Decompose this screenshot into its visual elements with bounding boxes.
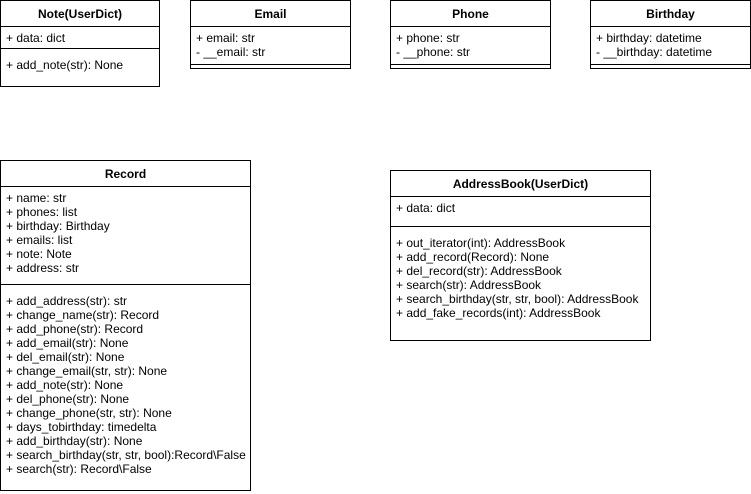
- class-phone-methods: [391, 65, 550, 68]
- class-addressbook-attributes: + data: dict: [391, 197, 650, 227]
- class-email-title: Email: [191, 1, 350, 27]
- attribute: + address: str: [6, 261, 80, 275]
- class-note[interactable]: Note(UserDict) + data: dict + add_note(s…: [0, 0, 160, 87]
- class-phone-attributes: + phone: str - __phone: str: [391, 27, 550, 65]
- attribute: + note: Note: [6, 247, 72, 261]
- method: + out_iterator(int): AddressBook: [396, 236, 566, 250]
- method: + add_address(str): str: [6, 294, 128, 308]
- class-email-methods: [191, 65, 350, 68]
- class-note-attributes: + data: dict: [1, 27, 159, 49]
- class-email[interactable]: Email + email: str - __email: str: [190, 0, 351, 69]
- class-email-attributes: + email: str - __email: str: [191, 27, 350, 65]
- attribute: - __phone: str: [396, 45, 471, 59]
- attribute: + data: dict: [6, 31, 66, 45]
- method: + add_phone(str): Record: [6, 322, 144, 336]
- method: + change_email(str, str): None: [6, 364, 168, 378]
- class-addressbook-title: AddressBook(UserDict): [391, 171, 650, 197]
- method: + search(str): AddressBook: [396, 278, 542, 292]
- class-record[interactable]: Record + name: str + phones: list + birt…: [0, 160, 251, 491]
- method: + change_phone(str, str): None: [6, 406, 172, 420]
- method: + add_birthday(str): None: [6, 434, 143, 448]
- class-phone-title: Phone: [391, 1, 550, 27]
- attribute: - __email: str: [196, 45, 266, 59]
- method: + add_note(str): None: [6, 378, 124, 392]
- class-note-title: Note(UserDict): [1, 1, 159, 27]
- method: + search_birthday(str, str, bool):Record…: [6, 448, 246, 462]
- class-note-methods: + add_note(str): None: [1, 49, 159, 75]
- attribute: + email: str: [196, 31, 256, 45]
- class-birthday[interactable]: Birthday + birthday: datetime - __birthd…: [590, 0, 751, 69]
- class-birthday-methods: [591, 65, 750, 68]
- attribute: + birthday: datetime: [596, 31, 702, 45]
- method: + change_name(str): Record: [6, 308, 160, 322]
- attribute: + phone: str: [396, 31, 460, 45]
- method: + del_record(str): AddressBook: [396, 264, 562, 278]
- method: + add_email(str): None: [6, 336, 129, 350]
- attribute: + data: dict: [396, 201, 456, 215]
- method: + search_birthday(str, str, bool): Addre…: [396, 292, 639, 306]
- class-addressbook[interactable]: AddressBook(UserDict) + data: dict + out…: [390, 170, 651, 341]
- method: + add_fake_records(int): AddressBook: [396, 306, 601, 320]
- class-record-attributes: + name: str + phones: list + birthday: B…: [1, 187, 250, 285]
- class-addressbook-methods: + out_iterator(int): AddressBook + add_r…: [391, 227, 650, 323]
- class-birthday-title: Birthday: [591, 1, 750, 27]
- method: + del_email(str): None: [6, 350, 125, 364]
- method: + del_phone(str): None: [6, 392, 130, 406]
- class-birthday-attributes: + birthday: datetime - __birthday: datet…: [591, 27, 750, 65]
- attribute: + phones: list: [6, 205, 78, 219]
- attribute: + birthday: Birthday: [6, 219, 110, 233]
- attribute: - __birthday: datetime: [596, 45, 713, 59]
- class-phone[interactable]: Phone + phone: str - __phone: str: [390, 0, 551, 69]
- attribute: + emails: list: [6, 233, 73, 247]
- method: + days_tobirthday: timedelta: [6, 420, 157, 434]
- method: + search(str): Record\False: [6, 462, 152, 476]
- method: + add_note(str): None: [6, 58, 124, 72]
- attribute: + name: str: [6, 191, 67, 205]
- class-record-methods: + add_address(str): str + change_name(st…: [1, 285, 250, 479]
- class-record-title: Record: [1, 161, 250, 187]
- method: + add_record(Record): None: [396, 250, 550, 264]
